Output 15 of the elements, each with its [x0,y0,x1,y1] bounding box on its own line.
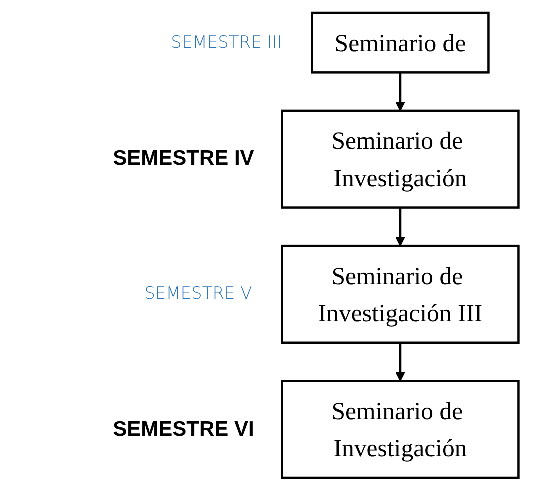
process-box [281,380,520,480]
arrow [396,208,406,247]
semester-label: SEMESTRE V [144,284,252,304]
node-label: Seminario de Investigación [332,126,468,192]
semester-label: SEMESTRE III [171,32,282,53]
process-box [281,244,520,344]
arrow [396,72,406,112]
process-box [281,110,520,209]
process-box [311,12,490,74]
node-label: Seminario de Investigación III [318,262,483,328]
node-label: Seminario de [334,28,466,57]
semester-label: SEMESTRE VI [113,418,254,442]
semester-label: SEMESTRE IV [113,147,254,172]
node-label: Seminario de Investigación [332,396,468,462]
arrow [396,342,406,382]
